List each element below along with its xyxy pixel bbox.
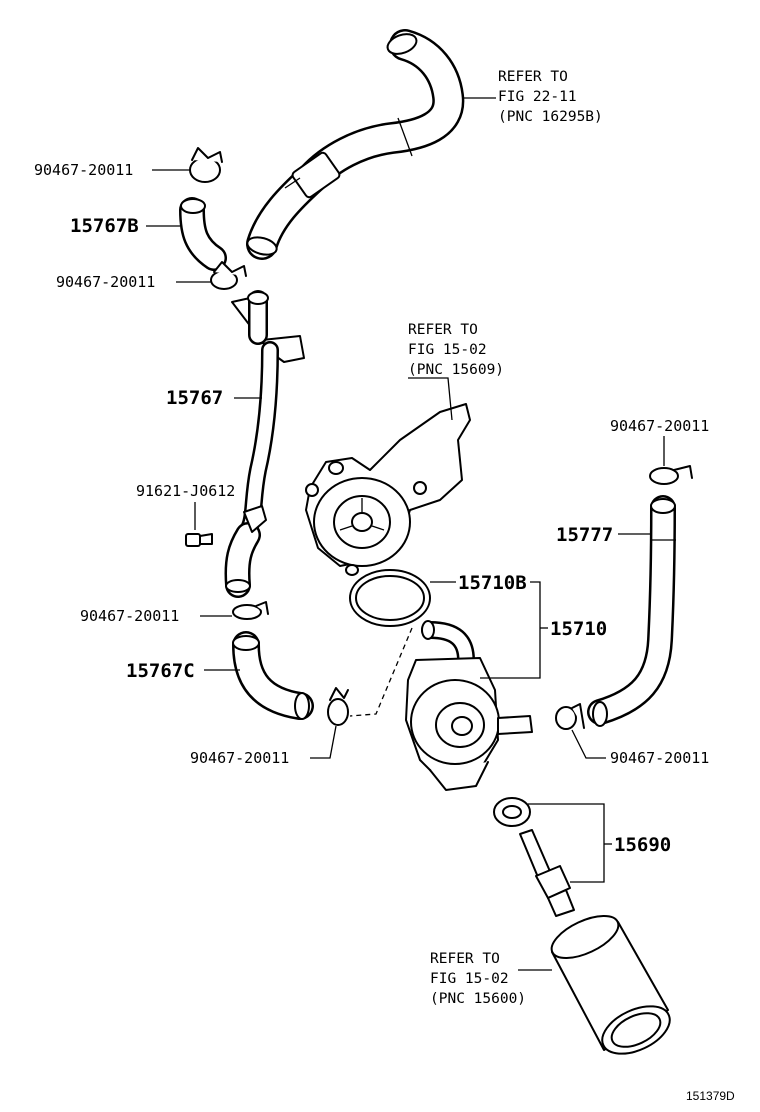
label-pipe-15767: 15767 xyxy=(166,387,223,409)
clamp-upper-icon xyxy=(210,261,247,290)
hose-15767b-icon xyxy=(179,197,227,271)
label-o-ring-15710b: 15710B xyxy=(458,572,527,594)
hose-15777-icon xyxy=(587,495,676,727)
clamp-lower-icon xyxy=(327,687,349,726)
ref-pump-line1: REFER TO xyxy=(408,322,478,338)
label-clamp-lower: 90467-20011 xyxy=(190,749,289,767)
reference-filter-note: REFER TO FIG 15-02 (PNC 15600) xyxy=(430,951,526,1007)
label-clamp-right-low: 90467-20011 xyxy=(610,749,709,767)
label-cooler-15710: 15710 xyxy=(550,618,607,640)
label-hose-15767b: 15767B xyxy=(70,215,139,237)
water-pump-icon xyxy=(305,403,471,576)
ref-filter-line2: FIG 15-02 xyxy=(430,971,509,987)
label-clamp-upper: 90467-20011 xyxy=(56,273,155,291)
union-bolt-icon xyxy=(493,797,575,917)
hose-15767c-icon xyxy=(232,631,314,720)
ref-pump-line2: FIG 15-02 xyxy=(408,342,487,358)
label-bolt: 91621-J0612 xyxy=(136,482,235,500)
leader-lines xyxy=(146,97,665,971)
label-hose-15777: 15777 xyxy=(556,524,613,546)
figure-id: 151379D xyxy=(686,1089,735,1103)
dashed-connector xyxy=(349,627,413,717)
o-ring-icon xyxy=(349,569,431,627)
clamp-mid-icon xyxy=(232,601,269,620)
clamp-top-icon xyxy=(189,147,223,183)
clamp-right-top-icon xyxy=(649,465,693,485)
bolt-icon xyxy=(185,533,213,547)
label-clamp-top: 90467-20011 xyxy=(34,161,133,179)
ref-hose-line3: (PNC 16295B) xyxy=(498,109,603,125)
pipe-15767-icon xyxy=(224,290,305,598)
ref-pump-line3: (PNC 15609) xyxy=(408,362,504,378)
reference-pump-note: REFER TO FIG 15-02 (PNC 15609) xyxy=(408,322,504,378)
label-clamp-mid: 90467-20011 xyxy=(80,607,179,625)
ref-hose-line2: FIG 22-11 xyxy=(498,89,577,105)
reference-hose-note: REFER TO FIG 22-11 (PNC 16295B) xyxy=(498,69,603,125)
ref-hose-line1: REFER TO xyxy=(498,69,568,85)
label-union-15690: 15690 xyxy=(614,834,671,856)
label-hose-15767c: 15767C xyxy=(126,660,195,682)
ref-filter-line1: REFER TO xyxy=(430,951,500,967)
upper-radiator-hose xyxy=(246,29,465,260)
ref-filter-line3: (PNC 15600) xyxy=(430,991,526,1007)
oil-cooler-icon xyxy=(405,620,533,791)
oil-filter-icon xyxy=(550,914,671,1055)
label-clamp-right-top: 90467-20011 xyxy=(610,417,709,435)
clamp-right-low-icon xyxy=(555,703,585,730)
